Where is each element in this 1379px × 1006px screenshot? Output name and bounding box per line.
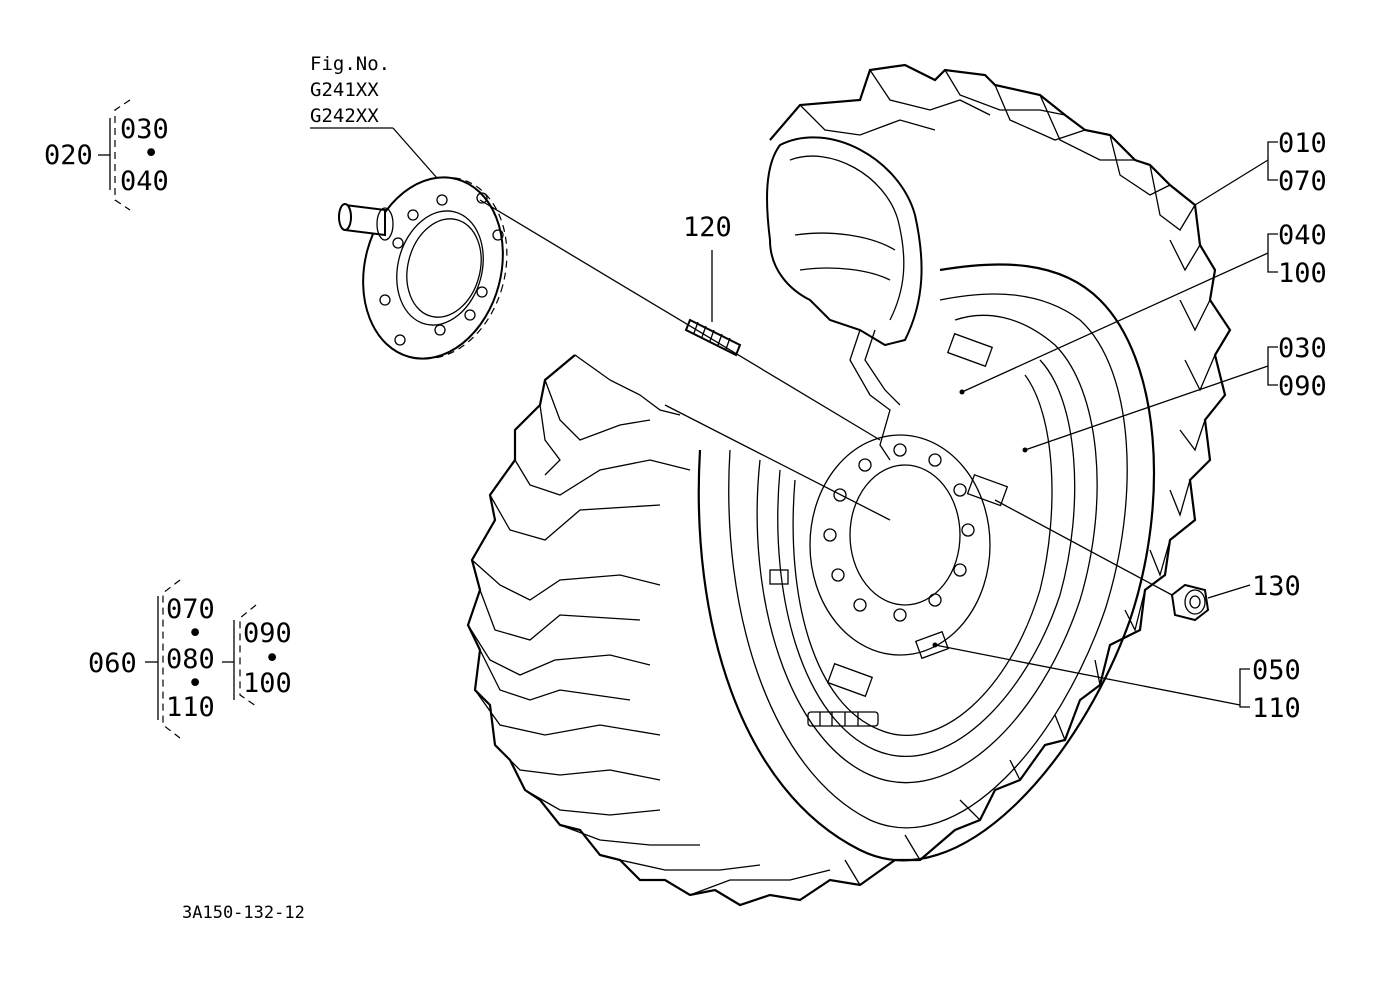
callout-010: 010 (1278, 128, 1327, 159)
callout-090: 090 (1278, 371, 1327, 402)
callout-120: 120 (683, 212, 732, 243)
callout-070: 070 (1278, 166, 1327, 197)
group-020-separator: • (143, 138, 159, 169)
fig-no-label: Fig.No. (310, 53, 390, 75)
group-060-separator-2: • (187, 668, 203, 699)
balance-weight (914, 630, 950, 660)
callout-brackets-right (1239, 141, 1278, 708)
group-060-parent: 060 (88, 648, 137, 679)
hub-flange (338, 176, 508, 360)
group-060-separator-1: • (187, 618, 203, 649)
group-060-sub-separator: • (264, 643, 280, 674)
group-020-parent: 020 (44, 140, 93, 171)
fig-ref-2: G242XX (310, 105, 379, 127)
group-020: 020 030 • 040 (44, 99, 169, 211)
rim-bolt-holes (823, 443, 975, 622)
fig-ref-1: G241XX (310, 79, 379, 101)
wheel-rim (756, 314, 1098, 784)
callout-110: 110 (1252, 693, 1301, 724)
tire-outer (466, 63, 1232, 907)
callout-030: 030 (1278, 333, 1327, 364)
flange-bolt-holes (379, 192, 504, 346)
callout-100: 100 (1278, 258, 1327, 289)
group-060: 060 070 • 080 • 110 090 • 100 (88, 579, 292, 739)
valve-stem (807, 711, 879, 727)
tire-sidewall (697, 263, 1156, 862)
stud-bolt (684, 318, 742, 357)
wheel-nut (1170, 583, 1210, 622)
group-020-child-040: 040 (120, 166, 169, 197)
group-060-sub-090: 090 (243, 618, 292, 649)
callout-040: 040 (1278, 220, 1327, 251)
callout-130: 130 (1252, 571, 1301, 602)
group-060-child-110: 110 (166, 692, 215, 723)
drawing-code: 3A150-132-12 (182, 903, 305, 923)
group-020-child-030: 030 (120, 114, 169, 145)
group-060-sub-100: 100 (243, 668, 292, 699)
group-060-child-080: 080 (166, 644, 215, 675)
leader-lines (310, 127, 1269, 706)
group-060-child-070: 070 (166, 594, 215, 625)
inner-tube-cutaway (766, 136, 923, 461)
callout-050: 050 (1252, 655, 1301, 686)
